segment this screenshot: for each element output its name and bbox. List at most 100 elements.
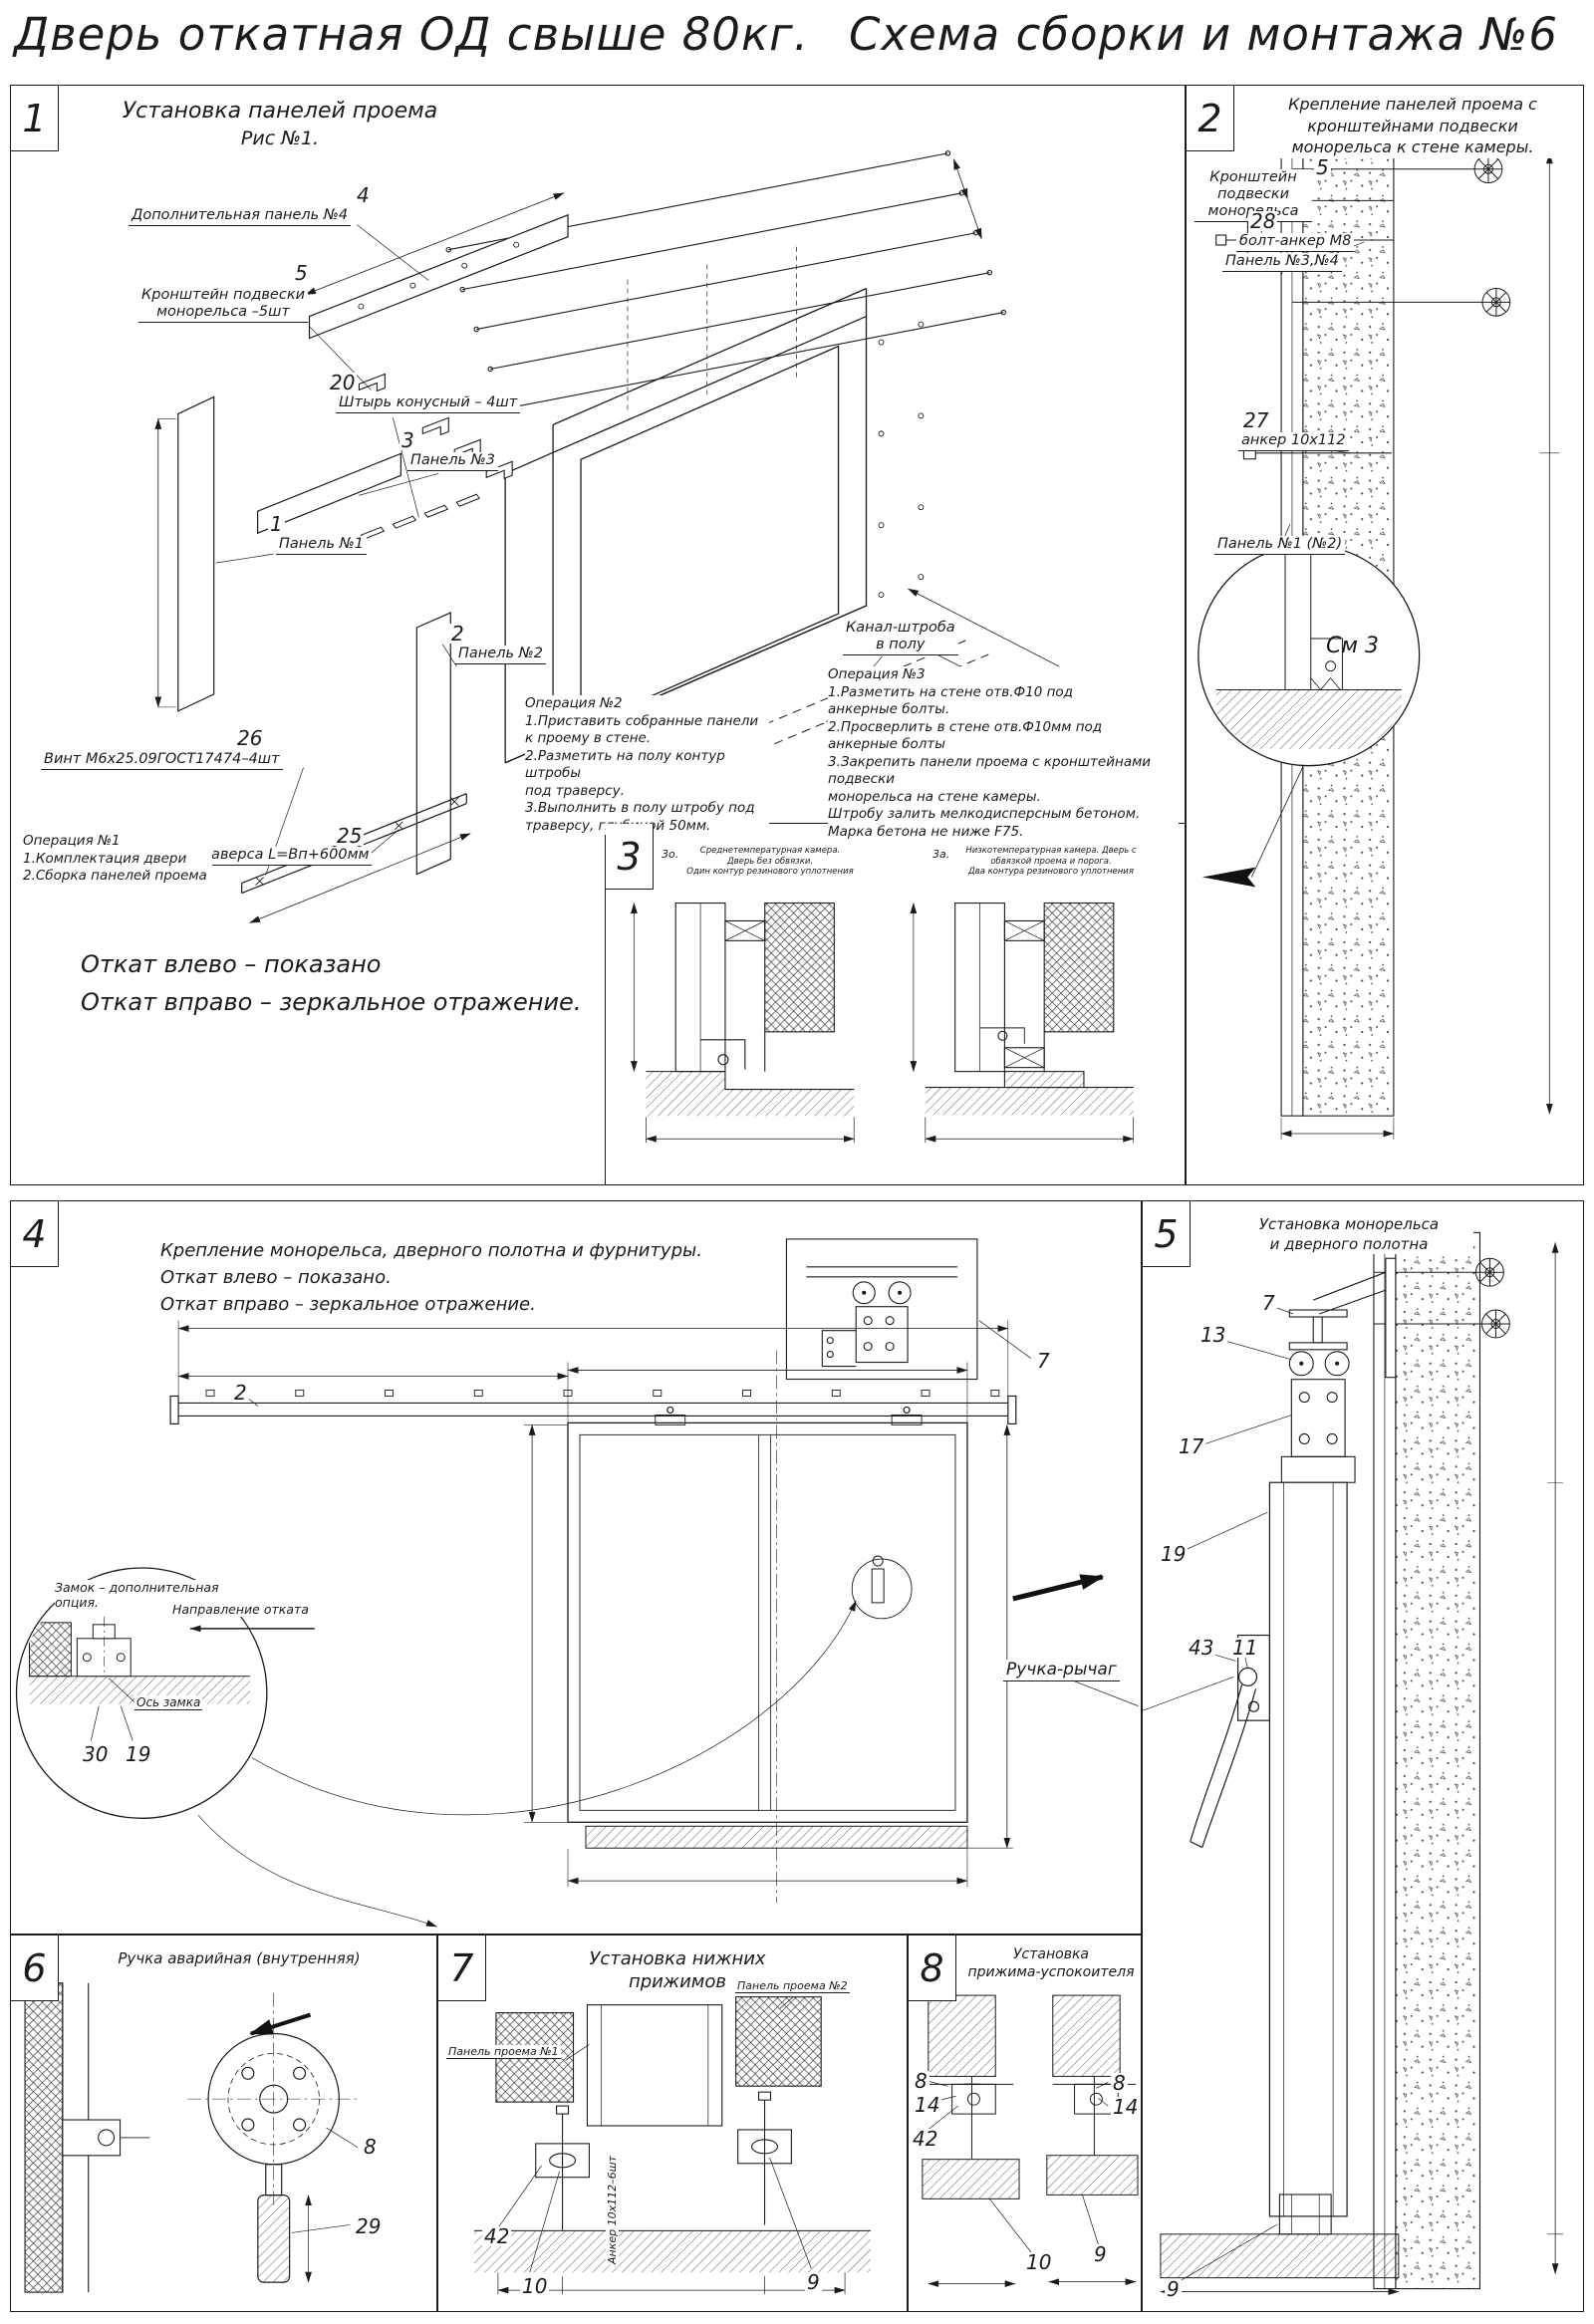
trolley-assembly — [1280, 1257, 1397, 1483]
callout-42-number: 42 — [911, 2127, 940, 2151]
callout-3-label: Панель №3 — [407, 452, 498, 472]
detail-a-dims — [631, 903, 855, 1144]
wall-section — [24, 1982, 150, 2293]
opening-panel-2-label: Панель проема №2 — [735, 1979, 850, 1993]
detail-a-number: 3о. — [662, 848, 679, 861]
handle-big-arrow-icon — [1012, 1574, 1105, 1602]
panel-7-index: 7 — [438, 1936, 486, 2001]
callout-9-number: 9 — [1165, 2277, 1182, 2301]
wall-section — [1373, 1231, 1481, 2290]
dimension-lines — [497, 2272, 846, 2295]
lever-handle-label: Ручка-рычаг — [1003, 1660, 1120, 1682]
panel-1-index: 1 — [11, 86, 59, 151]
slide-direction-label: Направление отката — [172, 1602, 332, 1617]
callout-27-label: анкер 10х112 — [1238, 432, 1349, 452]
right-clamp-section — [1046, 1994, 1139, 2195]
callout-7-number: 7 — [1260, 1291, 1277, 1315]
callout-4-number: 4 — [355, 183, 372, 207]
callout-2-number: 2 — [232, 1381, 249, 1405]
panel-6-index: 6 — [11, 1936, 59, 2001]
panel-1: 1 Установка панелей проема Рис №1. 4 Доп… — [10, 85, 1186, 1185]
callout-43-number: 43 — [1187, 1636, 1216, 1660]
callout-19-number: 19 — [124, 1742, 153, 1766]
panel-4-title: Крепление монорельса, дверного полотна и… — [160, 1237, 718, 1318]
callout-26-label: Винт М6х25.09ГОСТ17474–4шт — [41, 751, 283, 771]
panel-3-index: 3 — [606, 824, 654, 890]
callout-26-number: 26 — [235, 726, 265, 750]
callout-2-number: 2 — [449, 622, 466, 646]
lock-axis-label: Ось замка — [134, 1695, 203, 1710]
floor-section — [474, 2229, 871, 2273]
callout-14-right-number: 14 — [1111, 2095, 1141, 2119]
handle-flange — [187, 1992, 361, 2283]
panel-5: 5 Установка монорельса и дверного полотн… — [1142, 1200, 1584, 2312]
callout-7-number: 7 — [1035, 1349, 1052, 1373]
lock-detail-circle — [15, 1567, 268, 1819]
callout-20-number: 20 — [328, 371, 358, 394]
note-slide-left: Откат влево – показано — [81, 950, 382, 978]
floor-channel-label: Канал-штроба в полу — [843, 620, 958, 656]
panel-6: 6 Ручка аварийная (внутренняя) 8 29 — [10, 1935, 437, 2312]
opening-panel-1-label: Панель проема №1 — [446, 2045, 561, 2059]
panel-8: 8 Установка прижима-успокоителя 8 14 42 … — [908, 1935, 1142, 2312]
panel-5-index: 5 — [1143, 1201, 1191, 1267]
panel2-drawing — [1197, 143, 1560, 1140]
operation-2-text: Операция №2 1.Приставить собранные панел… — [525, 695, 769, 836]
lever-handle — [1190, 1634, 1271, 1849]
panel-2: 2 Крепление панелей проема с кронштейнам… — [1186, 85, 1584, 1185]
callout-8-right-number: 8 — [1111, 2071, 1128, 2095]
callout-28-number: 28 — [1248, 209, 1278, 233]
panel-1-subtitle: Рис №1. — [240, 127, 320, 149]
leader-lines — [291, 2127, 359, 2233]
bottom-clamps — [535, 2091, 792, 2231]
callout-25-label: Траверса L=Bп+600мм — [190, 847, 373, 867]
rail-dimensions — [952, 158, 982, 240]
opening-panels — [495, 1996, 822, 2127]
panel8-drawing — [920, 1994, 1139, 2287]
see-detail-3-label: См 3 — [1326, 634, 1379, 658]
callout-1-number: 1 — [268, 512, 285, 536]
panel-2-title: Крепление панелей проема с кронштейнами … — [1248, 94, 1577, 158]
monorail — [169, 1390, 1017, 1424]
callout-9-number: 9 — [805, 2270, 822, 2294]
trolley-detail-box — [785, 1238, 978, 1381]
callout-13-number: 13 — [1198, 1323, 1228, 1347]
panel-3: 3 3о. Среднетемпературная камера. Дверь … — [605, 823, 1186, 1185]
callout-30-number: 30 — [81, 1742, 111, 1766]
detail-a — [646, 903, 855, 1117]
callout-19-number: 19 — [1159, 1542, 1189, 1566]
door-leaf-section — [1268, 1481, 1348, 2217]
operation-3-text: Операция №3 1.Разметить на стене отв.Ф10… — [828, 666, 1179, 842]
title-arrow-icon — [248, 2012, 312, 2036]
cone-pins — [360, 493, 481, 540]
see3-arrow-icon — [1201, 766, 1304, 888]
panel-5-title: Установка монорельса и дверного полотна — [1224, 1215, 1473, 1254]
panel-4: 4 Крепление монорельса, дверного полотна… — [10, 1200, 1142, 1935]
callout-5-number: 5 — [293, 261, 310, 285]
callout-10-number: 10 — [520, 2274, 550, 2298]
panel3-drawing — [631, 903, 1135, 1144]
callout-1-label: Панель №1 — [276, 536, 367, 556]
callout-27-number: 27 — [1241, 408, 1271, 432]
dimension-lines — [1280, 152, 1560, 1140]
anchor-spec-label: Анкер 10х112–6шт — [606, 2155, 619, 2264]
callout-42-number: 42 — [482, 2224, 512, 2248]
callout-14-left-number: 14 — [913, 2093, 942, 2117]
callout-20-label: Штырь конусный – 4шт — [336, 394, 521, 414]
panel5-drawing — [1143, 1231, 1564, 2295]
left-clamp-section — [922, 1994, 1020, 2199]
door-frame-iso — [504, 288, 925, 764]
callout-4-label: Дополнительная панель №4 — [129, 207, 352, 227]
panel-4-index: 4 — [11, 1201, 59, 1267]
detail-b-number: 3а. — [932, 848, 950, 861]
callout-10-number: 10 — [1024, 2250, 1054, 2274]
callout-5-number: 5 — [1314, 155, 1331, 179]
detail-a-caption: Среднетемпературная камера. Дверь без об… — [685, 846, 855, 878]
callout-29-number: 29 — [354, 2214, 384, 2238]
operation-1-text: Операция №1 1.Комплектация двери 2.Сборк… — [23, 833, 212, 886]
daisy-anchor-bolts — [1291, 154, 1511, 317]
callout-9-number: 9 — [1092, 2242, 1109, 2266]
leader-lines — [495, 1996, 812, 2273]
callout-3-number: 3 — [399, 428, 416, 452]
panel-1-title-text: Установка панелей проема — [122, 99, 438, 124]
